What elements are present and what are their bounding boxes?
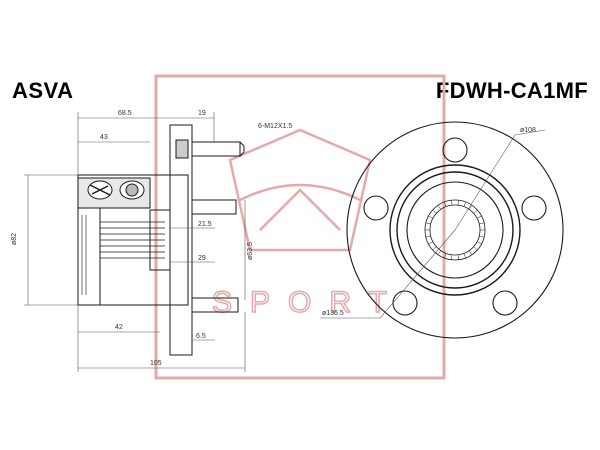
spline-tooth xyxy=(473,246,478,251)
hub-inner-ring xyxy=(396,171,514,289)
bolt-hole-top xyxy=(442,137,468,163)
spline-tooth xyxy=(437,250,442,255)
brand-label: ASVA xyxy=(12,78,74,103)
spline-tooth xyxy=(432,209,437,214)
spline-tooth xyxy=(451,254,453,260)
dim-d108: ø108 xyxy=(520,127,536,134)
side-dimensions xyxy=(24,112,246,372)
watermark-frame xyxy=(154,74,446,380)
dim-d82: ø82 xyxy=(11,233,18,245)
spline-tooth xyxy=(468,250,473,255)
spline-tooth xyxy=(437,205,442,210)
spline-tooth xyxy=(457,200,459,206)
watermark-emblem xyxy=(228,128,372,252)
spline-tooth xyxy=(444,253,447,259)
watermark xyxy=(154,74,446,380)
spline-tooth xyxy=(425,222,431,225)
dim-21-5: 21.5 xyxy=(198,221,212,228)
bolt-hole-left xyxy=(363,195,389,221)
middle-stud xyxy=(191,199,237,215)
spline-teeth xyxy=(425,200,485,260)
dim-6-5: 6.5 xyxy=(196,333,206,340)
spline-tooth xyxy=(425,235,431,238)
spline xyxy=(100,221,165,259)
spline-tooth xyxy=(428,215,433,219)
dim-19: 19 xyxy=(198,110,206,117)
hub-outer-ring xyxy=(389,164,521,296)
spline-tooth xyxy=(473,209,478,214)
dim-d63-5: ø63.5 xyxy=(247,242,254,260)
spline-tooth xyxy=(463,253,466,259)
spline-tooth xyxy=(463,201,466,207)
spline-tooth xyxy=(428,241,433,245)
front-view xyxy=(346,121,564,339)
dim-thread: 6-M12X1.5 xyxy=(258,123,292,130)
spline-tooth xyxy=(432,246,437,251)
front-dimensions xyxy=(320,129,546,319)
dim-d136-5: ø136.5 xyxy=(322,310,344,317)
spline-tooth xyxy=(457,254,459,260)
bolt-hole-bottom-right xyxy=(492,290,518,316)
flange-outer-circle xyxy=(346,121,564,339)
part-number: FDWH-CA1MF xyxy=(435,78,588,103)
side-view xyxy=(77,124,245,356)
watermark-text: SPORT xyxy=(212,286,405,319)
flange-plate xyxy=(169,124,193,356)
dim-43: 43 xyxy=(100,134,108,141)
bearing-ring xyxy=(406,181,504,279)
upper-stud xyxy=(191,141,241,157)
dim-105: 105 xyxy=(150,360,162,367)
spline-tooth xyxy=(479,222,485,225)
spline-tooth xyxy=(477,241,482,245)
dim-42: 42 xyxy=(115,324,123,331)
spline-tooth xyxy=(468,205,473,210)
dim-29: 29 xyxy=(198,255,206,262)
lower-stud xyxy=(191,297,239,313)
bolt-hole-right xyxy=(521,195,547,221)
spline-tooth xyxy=(444,201,447,207)
spline-tooth xyxy=(477,215,482,219)
spline-tooth xyxy=(451,200,453,206)
dim-68-5: 68.5 xyxy=(118,110,132,117)
spline-tooth xyxy=(479,235,485,238)
